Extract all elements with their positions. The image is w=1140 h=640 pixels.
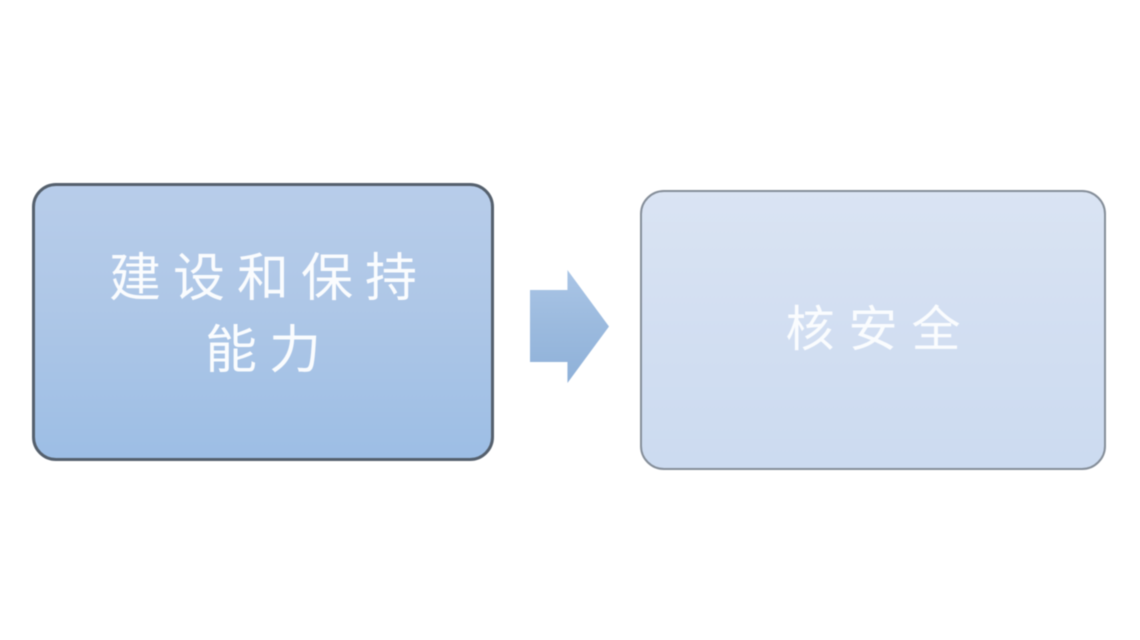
capability-box-label: 建设和保持 能力 xyxy=(97,244,429,388)
shape-capability-box: 建设和保持 能力 xyxy=(32,183,494,461)
shape-nuclear-safety-box: 核安全 xyxy=(640,190,1106,470)
capability-box-label-line2: 能力 xyxy=(204,323,333,380)
capability-box-label-line1: 建设和保持 xyxy=(108,251,429,308)
nuclear-safety-box-label: 核安全 xyxy=(771,300,974,360)
nuclear-safety-box-label-text: 核安全 xyxy=(785,302,975,357)
arrow-right-icon xyxy=(530,270,609,383)
